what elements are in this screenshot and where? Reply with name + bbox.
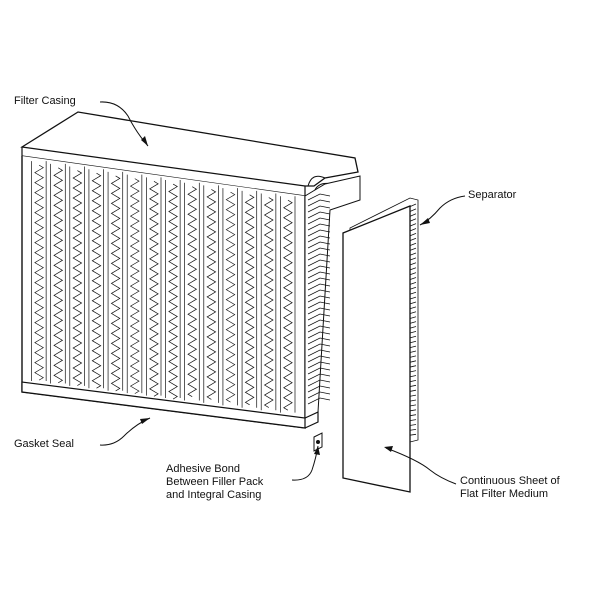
arrow-filter-casing bbox=[141, 136, 148, 146]
leader-continuous-sheet bbox=[385, 447, 457, 485]
side-pleat-edge bbox=[307, 217, 331, 225]
side-pleat-edge bbox=[307, 367, 331, 375]
arrow-adhesive-bond bbox=[314, 446, 320, 455]
pleat-zigzag bbox=[244, 194, 255, 406]
side-pleat-edge bbox=[307, 265, 331, 273]
side-pleat-edge bbox=[307, 313, 331, 321]
side-pleat-edge bbox=[307, 205, 331, 213]
pleat-zigzag bbox=[168, 183, 178, 400]
side-pleat-edge bbox=[307, 301, 331, 309]
arrow-continuous-sheet bbox=[384, 446, 393, 452]
filter-casing-top bbox=[20, 111, 359, 187]
side-pleat-edge bbox=[307, 373, 331, 381]
side-pleat-edge bbox=[307, 325, 331, 333]
side-pleat-edge bbox=[307, 319, 331, 327]
side-pleat-edge bbox=[307, 253, 331, 261]
side-pleat-edge bbox=[307, 295, 331, 303]
side-pleat-edge bbox=[307, 307, 331, 315]
label-separator: Separator bbox=[468, 189, 517, 201]
side-pleat-edge bbox=[307, 337, 331, 345]
arrow-gasket-seal bbox=[140, 418, 150, 424]
arrow-separator bbox=[420, 218, 430, 225]
pleat-zigzag bbox=[263, 197, 274, 408]
side-pleat-edge bbox=[307, 355, 331, 363]
pleat-zigzag bbox=[187, 186, 198, 398]
side-pleat-edge bbox=[307, 199, 331, 207]
label-continuous-sheet: Continuous Sheet of Flat Filter Medium bbox=[460, 475, 560, 500]
label-filter-casing: Filter Casing bbox=[14, 95, 76, 107]
side-pleat-edge bbox=[307, 211, 331, 219]
side-pleat-edge bbox=[307, 379, 331, 387]
side-pleat-edge bbox=[307, 259, 331, 267]
pleat-zigzag bbox=[149, 181, 159, 397]
side-pleat-edge bbox=[307, 277, 331, 285]
side-pleat-edge bbox=[307, 361, 331, 369]
side-pleat-edge bbox=[307, 289, 331, 297]
side-pleat-edge bbox=[307, 331, 331, 339]
pleat-zigzag bbox=[91, 172, 102, 389]
side-pleat-edge bbox=[307, 283, 331, 291]
pleat-zigzag bbox=[34, 164, 44, 381]
side-pleat-edge bbox=[307, 391, 331, 399]
side-pleat-edge bbox=[307, 343, 331, 351]
side-pleat-edge bbox=[307, 247, 331, 255]
side-pleat-edge bbox=[307, 229, 331, 237]
label-adhesive-bond: Adhesive Bond Between Filler Pack and In… bbox=[166, 463, 264, 501]
leader-filter-casing bbox=[99, 101, 149, 147]
side-pleat-edge bbox=[307, 397, 331, 405]
pleat-zigzag bbox=[206, 189, 217, 400]
pleat-zigzag bbox=[110, 175, 121, 392]
side-pleat-edge bbox=[307, 385, 331, 393]
side-pleat-edge bbox=[307, 271, 331, 279]
side-pleat-edge bbox=[307, 235, 331, 243]
flat-filter-sheet bbox=[342, 205, 411, 493]
pleat-zigzag bbox=[53, 167, 64, 384]
filter-pleats bbox=[31, 161, 296, 413]
pleat-zigzag bbox=[225, 191, 236, 403]
label-gasket-seal: Gasket Seal bbox=[14, 438, 74, 450]
side-pleat-edge bbox=[307, 349, 331, 357]
pleat-zigzag bbox=[129, 178, 140, 394]
side-pleat-edge bbox=[307, 241, 331, 249]
adhesive-bond-dot bbox=[316, 440, 320, 444]
side-pleat-edges bbox=[307, 193, 331, 405]
side-pleat-edge bbox=[307, 223, 331, 231]
side-pleat-edge bbox=[307, 193, 331, 201]
pleat-zigzag bbox=[72, 170, 83, 386]
pleat-zigzag bbox=[283, 199, 293, 411]
